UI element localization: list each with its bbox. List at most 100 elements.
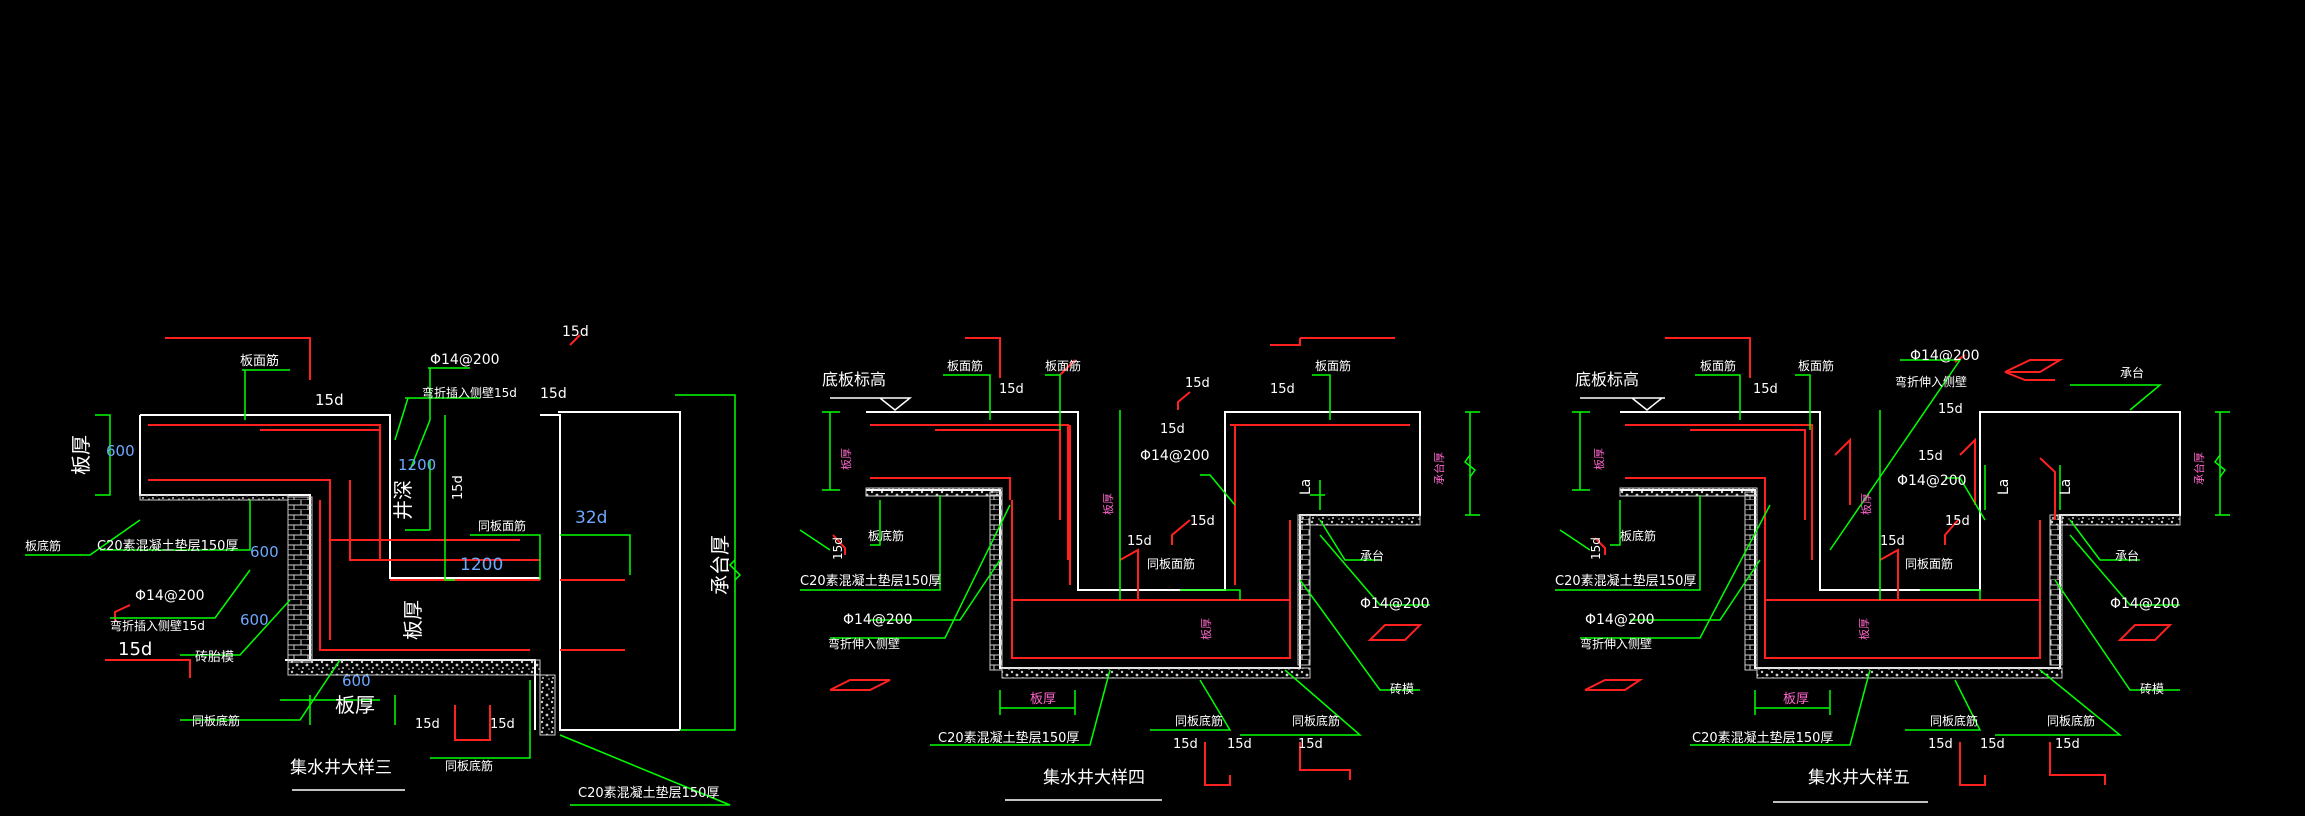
d2-label-rebar-spec-left: Φ14@200 <box>843 612 913 628</box>
d3-label-slab-elev: 底板标高 <box>1575 370 1639 389</box>
d2-dim-15d-f: 15d <box>1190 514 1215 529</box>
d1-dim-15d-vert: 15d <box>451 475 466 500</box>
d1-label-well-depth: 井深 <box>391 480 415 520</box>
d1-label-board-thick-center: 板厚 <box>401 600 425 640</box>
d1-label-board-bottom-bar: 板底筋 <box>25 538 61 553</box>
d2-label-board-bottom-bar: 板底筋 <box>868 528 904 543</box>
d1-rebar <box>105 334 625 741</box>
d2-dim-15d-h: 15d <box>1173 737 1198 752</box>
d3-label-la-a: La <box>1996 479 2012 495</box>
d1-title: 集水井大样三 <box>290 758 392 778</box>
d1-dim-600-c: 600 <box>240 611 269 629</box>
d3-label-board-thick-vert: 板厚 <box>1859 493 1873 515</box>
d2-label-board-top-bar-a: 板面筋 <box>947 358 983 373</box>
d1-dim-600-d: 600 <box>342 672 371 690</box>
d2-label-board-top-bar-c: 板面筋 <box>1315 358 1351 373</box>
d3-label-board-thick-bottom: 板厚 <box>1783 692 1809 707</box>
d1-label-rebar-spec-top: Φ14@200 <box>430 352 500 368</box>
d3-label-brick-mold: 砖模 <box>2140 681 2164 696</box>
d1-label-brick-mold: 砖胎模 <box>195 650 234 665</box>
d1-leaders <box>25 367 742 806</box>
d2-label-brick-mold: 砖模 <box>1390 681 1414 696</box>
d3-label-cushion: C20素混凝土垫层150厚 <box>1555 573 1696 589</box>
d3-dim-15d-c: 15d <box>1918 449 1943 464</box>
d1-label-cap-thickness: 承台厚 <box>708 535 732 595</box>
d3-label-board-thick-left: 板厚 <box>1592 448 1606 470</box>
d2-label-board-thick-left: 板厚 <box>839 448 853 470</box>
d2-dim-15d-i: 15d <box>1227 737 1252 752</box>
d1-label-bend-into-wall-mid: 弯折插入侧壁15d <box>110 618 205 633</box>
d1-label-cushion-bottom: C20素混凝土垫层150厚 <box>578 785 719 801</box>
d3-label-same-board-bottom-a: 同板底筋 <box>1930 713 1978 728</box>
d2-label-board-thick-wall: 板厚 <box>1199 618 1213 640</box>
d3-label-same-board-bottom-b: 同板底筋 <box>2047 713 2095 728</box>
d1-label-board-thick-bottom: 板厚 <box>335 693 375 717</box>
d1-label-bend-into-wall-top: 弯折插入侧壁15d <box>422 385 517 400</box>
d3-label-cap-thick: 承台厚 <box>2192 452 2206 485</box>
d3-label-board-top-bar-a: 板面筋 <box>1700 358 1736 373</box>
d1-dim-15d-left: 15d <box>118 639 152 660</box>
d1-label-board-thick-left: 板厚 <box>69 435 93 475</box>
d1-cushion <box>139 494 556 736</box>
drawing-detail-five <box>1555 337 2230 803</box>
d1-brick-mold <box>287 496 313 663</box>
d1-dim-1200-b: 1200 <box>460 555 503 575</box>
d2-label-board-top-bar-b: 板面筋 <box>1045 358 1081 373</box>
d2-label-cap-thick: 承台厚 <box>1432 452 1446 485</box>
d1-cap <box>558 411 681 730</box>
d3-label-rebar-spec-left: Φ14@200 <box>1585 612 1655 628</box>
d2-label-la: La <box>1298 479 1314 495</box>
d2-dim-15d-d: 15d <box>1160 422 1185 437</box>
d3-dim-15d-d: 15d <box>1589 537 1603 560</box>
d1-dim-600-a: 600 <box>106 442 135 460</box>
d1-dim-600-b: 600 <box>250 543 279 561</box>
d3-dim-15d-i: 15d <box>2055 737 2080 752</box>
d2-cushion <box>865 487 1421 679</box>
d2-brick-left <box>989 491 1003 671</box>
d3-label-board-top-bar-b: 板面筋 <box>1798 358 1834 373</box>
d1-dim-15d-bot-a: 15d <box>415 717 440 732</box>
d2-label-cushion-bottom: C20素混凝土垫层150厚 <box>938 730 1079 746</box>
d3-label-bend-top: 弯折伸入侧壁 <box>1895 374 1967 389</box>
d1-label-cushion: C20素混凝土垫层150厚 <box>97 538 238 554</box>
d2-dim-15d-e: 15d <box>831 537 845 560</box>
d2-label-cap-a: 承台 <box>1360 548 1384 563</box>
d3-brick-right <box>2049 514 2063 666</box>
d1-label-board-top-bar: 板面筋 <box>240 353 279 369</box>
d2-label-same-board-bottom-a: 同板底筋 <box>1175 713 1223 728</box>
d2-label-same-board-bottom-b: 同板底筋 <box>1292 713 1340 728</box>
d3-label-cushion-bottom: C20素混凝土垫层150厚 <box>1692 730 1833 746</box>
d3-label-la-b: La <box>2058 479 2074 495</box>
d3-dim-15d-a: 15d <box>1753 382 1778 397</box>
d3-label-rebar-spec-mid: Φ14@200 <box>2110 596 2180 612</box>
d3-rebar <box>1584 337 2173 786</box>
d3-dim-15d-f: 15d <box>1880 534 1905 549</box>
d1-label-same-board-bottom: 同板底筋 <box>445 758 493 773</box>
drawing-detail-three <box>25 334 742 806</box>
d3-dim-15d-e: 15d <box>1945 514 1970 529</box>
d3-title: 集水井大样五 <box>1808 768 1910 788</box>
d2-title: 集水井大样四 <box>1043 768 1145 788</box>
d2-elev-marker <box>830 397 913 411</box>
d3-leaders <box>1555 359 2230 746</box>
d1-dim-15d-top-a: 15d <box>315 391 344 409</box>
d2-label-same-board-top: 同板面筋 <box>1147 556 1195 571</box>
d3-elev-marker <box>1580 397 1665 411</box>
drawing-detail-four <box>799 337 1480 801</box>
d3-label-board-thick-wall: 板厚 <box>1857 618 1871 640</box>
d1-dim-1200-a: 1200 <box>398 456 436 474</box>
d2-dim-15d-j: 15d <box>1298 737 1323 752</box>
d2-label-board-thick-bottom: 板厚 <box>1030 692 1056 707</box>
d3-cushion <box>1619 487 2181 679</box>
d2-dim-15d-a: 15d <box>999 382 1024 397</box>
d3-label-board-bottom-bar: 板底筋 <box>1620 528 1656 543</box>
d1-label-rebar-spec-mid: Φ14@200 <box>135 588 205 604</box>
d2-rebar <box>829 337 1423 786</box>
d1-dim-15d-top-b: 15d <box>562 324 589 340</box>
d2-dim-15d-c: 15d <box>1270 382 1295 397</box>
d3-label-rebar-spec-right: Φ14@200 <box>1897 473 1967 489</box>
d2-label-rebar-spec-right: Φ14@200 <box>1140 448 1210 464</box>
d1-dim-15d-top-c: 15d <box>540 386 567 402</box>
d3-dim-15d-g: 15d <box>1928 737 1953 752</box>
